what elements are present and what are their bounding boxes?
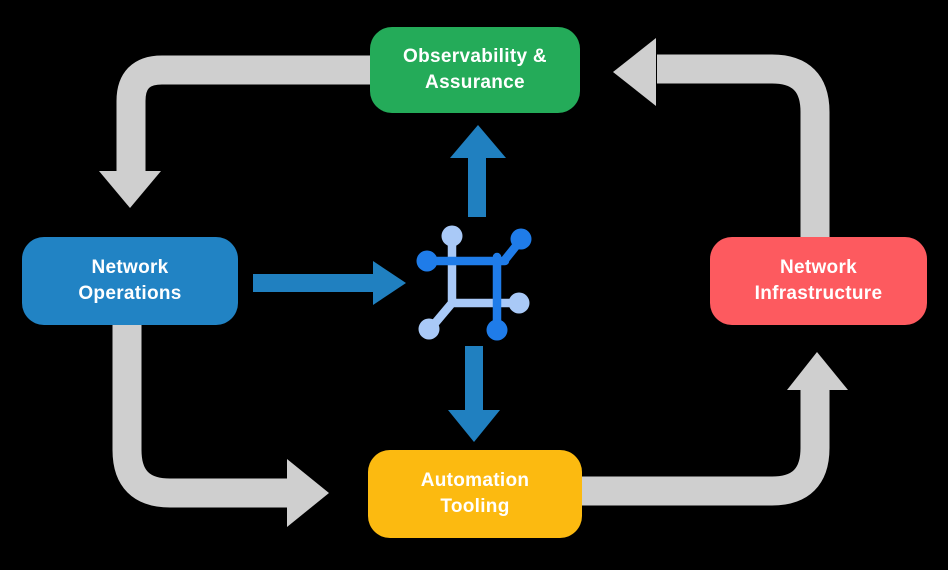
hub-dark-node [416, 250, 438, 272]
node-label: Network Infrastructure [754, 257, 883, 304]
flow-arrow-operations-to-hub [253, 261, 406, 305]
flow-arrow-hub-to-observability [450, 125, 506, 217]
node-network-operations: Network Operations [22, 237, 238, 325]
arrow-shaft [581, 390, 830, 506]
node-label: Network Operations [78, 257, 182, 304]
hub-dark-node [486, 319, 508, 341]
hub-light-node [441, 225, 463, 247]
cycle-arrow-automation-to-infrastructure [581, 352, 848, 506]
arrow-shaft [253, 274, 374, 292]
node-label: Automation Tooling [420, 470, 530, 517]
arrow-head [448, 410, 500, 442]
node-network-infrastructure: Network Infrastructure [710, 237, 927, 325]
arrow-head [373, 261, 406, 305]
cycle-arrow-operations-to-automation [112, 324, 329, 527]
hub-light-node [508, 292, 530, 314]
node-observability-assurance: Observability & Assurance [370, 27, 580, 113]
flow-arrow-hub-to-automation [448, 346, 500, 442]
arrow-shaft [116, 55, 370, 172]
arrow-head [787, 352, 848, 390]
arrow-shaft [465, 346, 483, 411]
cycle-arrow-infrastructure-to-observability [613, 38, 830, 238]
arrow-shaft [112, 324, 287, 508]
hub-dark-node [510, 228, 532, 250]
arrow-head [99, 171, 161, 208]
network-hub-icon [416, 225, 532, 341]
arrow-head [450, 125, 506, 158]
arrow-shaft [468, 157, 486, 217]
hub-light-links [426, 232, 522, 333]
node-label: Observability & Assurance [403, 46, 547, 93]
cycle-arrow-observability-to-operations [99, 55, 370, 208]
hub-light-node [418, 318, 440, 340]
arrow-head [613, 38, 656, 106]
node-automation-tooling: Automation Tooling [368, 450, 582, 538]
arrow-head [287, 459, 329, 527]
arrow-shaft [657, 54, 830, 238]
